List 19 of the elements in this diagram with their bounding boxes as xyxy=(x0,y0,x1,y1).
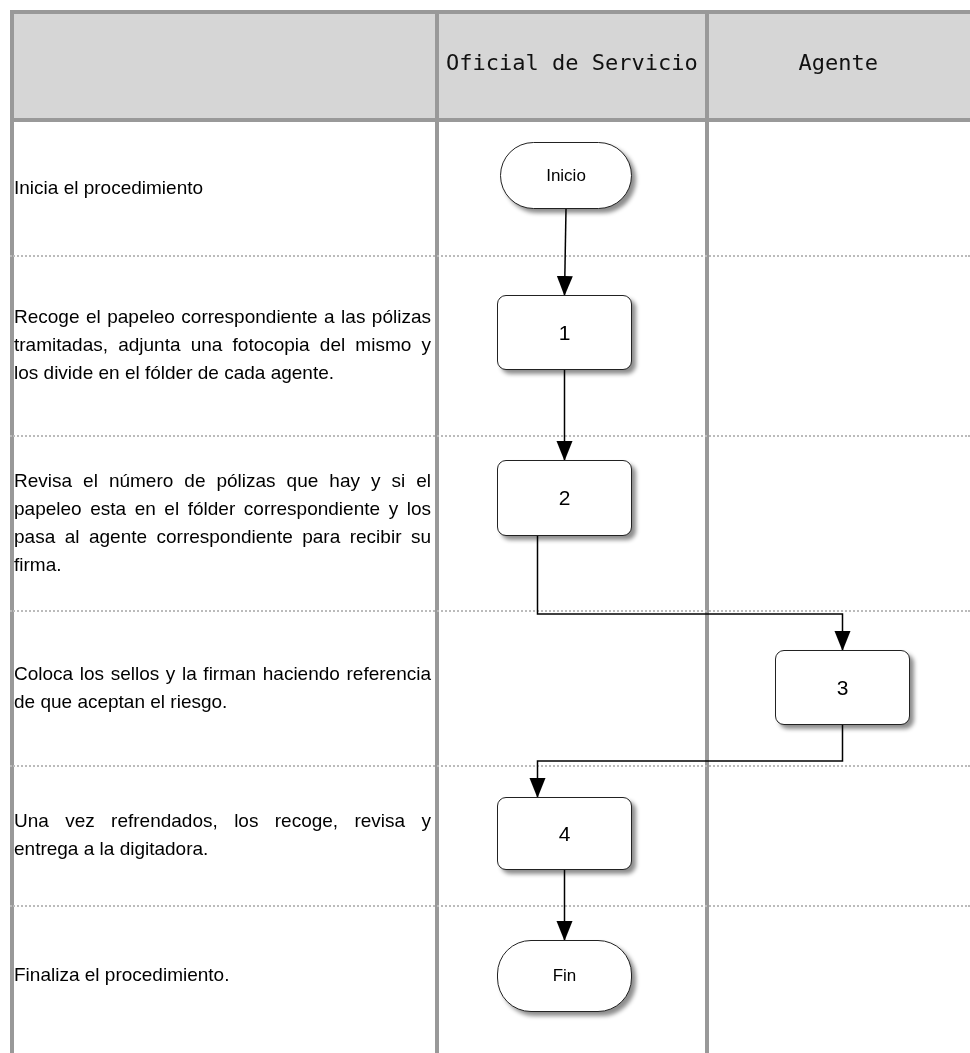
arrow xyxy=(536,535,851,651)
arrow xyxy=(529,724,844,798)
step-description: Inicia el procedimiento xyxy=(14,175,205,200)
step-description: Revisa el número de pólizas que hay y si el papeleo esta en el fólder correspondiente y los pasa al agente correspondiente para recibir su firma. xyxy=(14,468,431,577)
terminal-shape: Fin xyxy=(497,940,632,1012)
arrow xyxy=(556,369,573,461)
step-description: Una vez refrendados, los recoge, revisa y entrega a la digitadora. xyxy=(14,809,431,861)
arrow xyxy=(556,208,573,296)
process-box: 4 xyxy=(497,797,632,870)
lane-header: Agente xyxy=(798,50,878,75)
process-box: 1 xyxy=(497,295,632,370)
process-box: 2 xyxy=(497,460,632,536)
step-description: Finaliza el procedimiento. xyxy=(14,963,231,987)
terminal-shape: Inicio xyxy=(500,142,632,209)
lane-header: Oficial de Servicio xyxy=(446,50,698,75)
arrow xyxy=(556,869,573,941)
process-box: 3 xyxy=(775,650,910,725)
step-description: Coloca los sellos y la firman haciendo referencia de que aceptan el riesgo. xyxy=(14,661,431,714)
step-description: Recoge el papeleo correspondiente a las pólizas tramitadas, adjunta una fotocopia del mismo y los divide en el fólder de cada agente. xyxy=(14,305,431,385)
